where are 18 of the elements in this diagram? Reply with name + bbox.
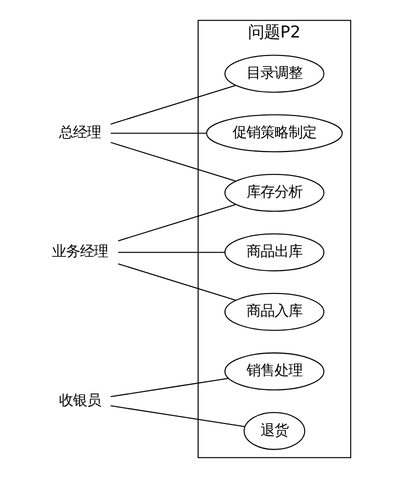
connector xyxy=(110,132,206,134)
node-ellipse: 商品出库 xyxy=(224,233,324,272)
node-ellipse: 促销策略制定 xyxy=(206,114,342,152)
connector xyxy=(118,204,236,242)
node-text: 业务经理 xyxy=(52,244,108,260)
node-ellipse: 退货 xyxy=(243,412,305,450)
connector xyxy=(110,142,236,182)
connector xyxy=(110,378,228,398)
node-ellipse: 库存分析 xyxy=(224,174,324,212)
connector xyxy=(110,405,245,428)
node-ellipse: 销售处理 xyxy=(224,352,324,390)
node-ellipse: 商品入库 xyxy=(224,292,324,331)
node-text: 总经理 xyxy=(58,125,101,142)
connector xyxy=(118,263,236,301)
connector xyxy=(110,84,236,125)
node-ellipse: 目录调整 xyxy=(224,54,324,93)
connector xyxy=(118,252,224,253)
node-text: 收银员 xyxy=(58,392,101,409)
